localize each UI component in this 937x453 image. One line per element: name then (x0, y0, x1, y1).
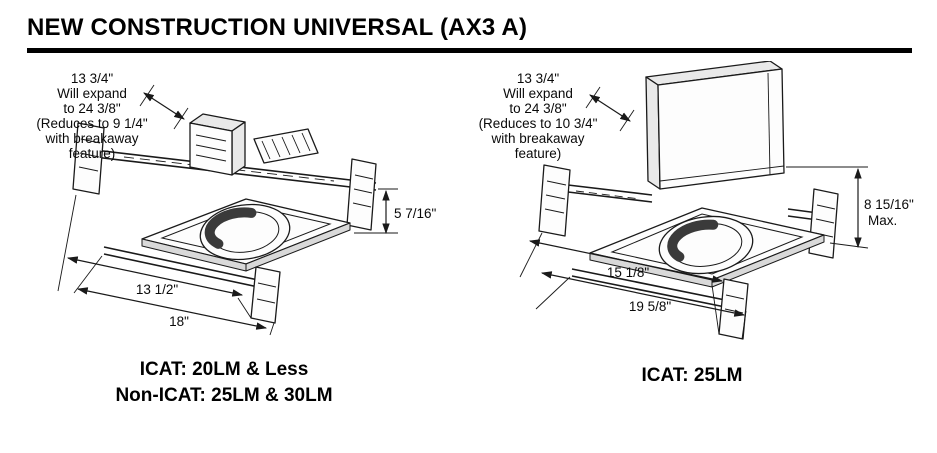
aperture (199, 203, 291, 261)
height-dimension (786, 166, 869, 249)
figure-caption: ICAT: 25LM (472, 363, 912, 389)
expand-note-line: with breakaway (44, 131, 138, 146)
driver-plate (253, 128, 319, 164)
expand-note-line: to 24 3/8" (509, 101, 567, 116)
junction-box (189, 113, 246, 176)
mounting-bracket-right (808, 188, 839, 259)
housing-box (645, 61, 785, 190)
title-underline (27, 48, 912, 53)
caption-line: ICAT: 20LM & Less (139, 359, 309, 380)
expand-note-line: Will expand (503, 86, 573, 101)
mounting-bracket-bottom (250, 266, 281, 324)
expand-note-line: to 24 3/8" (63, 101, 121, 116)
extension-lines (519, 232, 747, 340)
height-dim-note: Max. (868, 213, 897, 228)
inner-width-label: 15 1/8" (607, 265, 650, 280)
extension-lines (57, 194, 275, 336)
housing-diagram-icat-20lm: 13 3/4" Will expand to 24 3/8" (Reduces … (36, 71, 437, 336)
expand-dimension (139, 84, 189, 130)
expand-note-line: 13 3/4" (517, 71, 560, 86)
caption-line: ICAT: 25LM (641, 365, 743, 386)
figure-caption: ICAT: 20LM & Less Non-ICAT: 25LM & 30LM (14, 357, 434, 409)
expand-note-line: (Reduces to 9 1/4" (36, 116, 148, 131)
height-dimension (354, 188, 398, 235)
expand-note-line: with breakaway (490, 131, 584, 146)
figure-icat-25lm: 13 3/4" Will expand to 24 3/8" (Reduces … (472, 61, 932, 409)
mounting-bracket-left (72, 122, 105, 195)
width-dimension-outer (540, 271, 746, 317)
figure-icat-20lm: 13 3/4" Will expand to 24 3/8" (Reduces … (14, 61, 464, 409)
figures-row: 13 3/4" Will expand to 24 3/8" (Reduces … (0, 61, 937, 409)
expand-note-line: feature) (515, 146, 562, 161)
width-dimension-outer (76, 287, 268, 330)
expand-note-line: Will expand (57, 86, 127, 101)
housing-diagram-icat-25lm: 13 3/4" Will expand to 24 3/8" (Reduces … (479, 61, 914, 340)
expand-note-line: 13 3/4" (71, 71, 114, 86)
mounting-bracket-right (346, 158, 377, 231)
outer-width-label: 18" (169, 314, 189, 329)
height-dim-label: 8 15/16" (864, 197, 914, 212)
inner-width-label: 13 1/2" (136, 282, 179, 297)
expand-note-line: (Reduces to 10 3/4" (479, 116, 598, 131)
mounting-bracket-left (538, 164, 571, 237)
page-title: NEW CONSTRUCTION UNIVERSAL (AX3 A) (27, 14, 528, 41)
expand-dimension (585, 86, 635, 132)
caption-line: Non-ICAT: 25LM & 30LM (115, 385, 333, 406)
height-dim-label: 5 7/16" (394, 206, 437, 221)
expand-note-line: feature) (69, 146, 116, 161)
header: NEW CONSTRUCTION UNIVERSAL (AX3 A) (0, 0, 937, 53)
outer-width-label: 19 5/8" (629, 299, 672, 314)
